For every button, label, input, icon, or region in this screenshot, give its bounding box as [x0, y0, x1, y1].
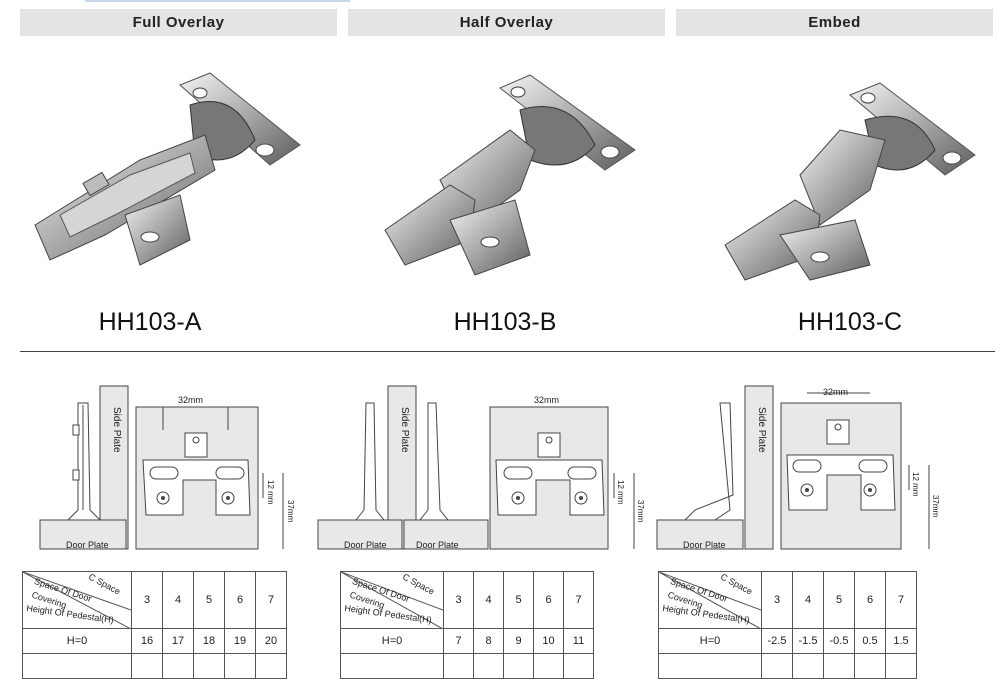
door-plate-label: Door Plate [416, 540, 459, 550]
c-space-cell: 3 [131, 571, 163, 629]
empty-cell [193, 653, 225, 679]
c-space-cell: 6 [854, 571, 886, 629]
dim-37-label: 37mm [286, 500, 295, 523]
value-cell: 10 [533, 628, 564, 654]
empty-cell [443, 653, 474, 679]
dim-12-label: 12 mm [616, 480, 625, 505]
header-label: Half Overlay [459, 14, 554, 31]
empty-cell [224, 653, 256, 679]
empty-cell [658, 653, 762, 679]
dim-32-label: 32mm [534, 395, 559, 405]
spec-table-c: C Space Space Of Door Covering Height Of… [658, 571, 917, 679]
hinge-embed-icon [724, 82, 976, 281]
value-cell: 17 [162, 628, 194, 654]
empty-cell [533, 653, 564, 679]
value-cell: 18 [193, 628, 225, 654]
diagram-full-overlay: Side Plate Door Plate 32mm 12 mm 37mm [39, 385, 295, 550]
value-cell: 9 [503, 628, 534, 654]
empty-cell [22, 653, 132, 679]
empty-cell [761, 653, 793, 679]
model-name-c: HH103-C [797, 308, 903, 336]
c-space-cell: 4 [162, 571, 194, 629]
c-space-cell: 5 [193, 571, 225, 629]
dim-32-label: 32mm [823, 387, 848, 397]
c-space-cell: 6 [224, 571, 256, 629]
section-divider [20, 351, 995, 352]
dim-12-label: 12 mm [911, 472, 920, 497]
c-space-cell: 7 [885, 571, 917, 629]
c-space-cell: 6 [533, 571, 564, 629]
c-space-cell: 7 [563, 571, 594, 629]
dim-32-label: 32mm [178, 395, 203, 405]
c-space-cell: 3 [761, 571, 793, 629]
side-plate-label: Side Plate [399, 407, 410, 453]
c-space-cell: 7 [255, 571, 287, 629]
header-label: Embed [808, 14, 861, 31]
header-label: Full Overlay [132, 14, 225, 31]
row-label: H=0 [340, 628, 444, 654]
header-full-overlay: Full Overlay [20, 9, 337, 36]
empty-cell [473, 653, 504, 679]
hinge-half-overlay-icon [384, 74, 636, 276]
value-cell: 19 [224, 628, 256, 654]
value-cell: 1.5 [885, 628, 917, 654]
empty-cell [854, 653, 886, 679]
door-plate-label: Door Plate [344, 540, 387, 550]
value-cell: 20 [255, 628, 287, 654]
empty-cell [885, 653, 917, 679]
empty-cell [131, 653, 163, 679]
spec-table-a: C Space Space Of Door Covering Height Of… [22, 571, 287, 679]
door-plate-label: Door Plate [683, 540, 726, 550]
c-space-cell: 4 [792, 571, 824, 629]
c-space-cell: 5 [823, 571, 855, 629]
row-label: H=0 [22, 628, 132, 654]
value-cell: -1.5 [792, 628, 824, 654]
model-name-a: HH103-A [98, 308, 202, 336]
value-cell: -2.5 [761, 628, 793, 654]
header-embed: Embed [676, 9, 993, 36]
value-cell: 8 [473, 628, 504, 654]
value-cell: -0.5 [823, 628, 855, 654]
c-space-cell: 4 [473, 571, 504, 629]
empty-cell [792, 653, 824, 679]
empty-cell [255, 653, 287, 679]
empty-cell [563, 653, 594, 679]
table-corner: C Space Space Of Door Covering Height Of… [22, 571, 132, 629]
top-tab-strip [85, 0, 350, 2]
table-corner: C Space Space Of Door Covering Height Of… [340, 571, 444, 629]
empty-cell [340, 653, 444, 679]
empty-cell [162, 653, 194, 679]
hinge-full-overlay-icon [34, 72, 301, 266]
dim-37-label: 37mm [931, 495, 940, 518]
row-label: H=0 [658, 628, 762, 654]
door-plate-label: Door Plate [66, 540, 109, 550]
diagram-embed: Side Plate Door Plate 32mm 12 mm 37mm [656, 385, 940, 550]
empty-cell [503, 653, 534, 679]
header-half-overlay: Half Overlay [348, 9, 665, 36]
value-cell: 16 [131, 628, 163, 654]
value-cell: 0.5 [854, 628, 886, 654]
model-name-b: HH103-B [453, 308, 557, 336]
dim-12-label: 12 mm [266, 480, 275, 505]
c-space-cell: 5 [503, 571, 534, 629]
value-cell: 11 [563, 628, 594, 654]
dim-37-label: 37mm [636, 500, 645, 523]
diagram-half-overlay: Side Plate Door Plate Door Plate 32mm 12… [317, 385, 645, 550]
empty-cell [823, 653, 855, 679]
c-space-cell: 3 [443, 571, 474, 629]
table-corner: C Space Space Of Door Covering Height Of… [658, 571, 762, 629]
value-cell: 7 [443, 628, 474, 654]
side-plate-label: Side Plate [111, 407, 122, 453]
spec-table-b: C Space Space Of Door Covering Height Of… [340, 571, 594, 679]
side-plate-label: Side Plate [756, 407, 767, 453]
